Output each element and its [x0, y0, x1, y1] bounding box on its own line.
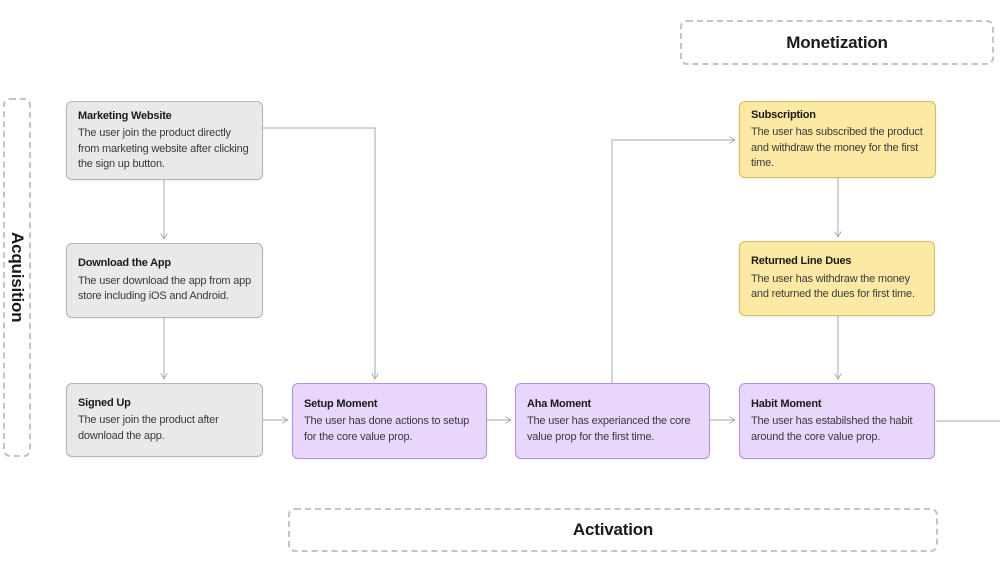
node-subscription[interactable]: Subscription The user has subscribed the…	[739, 101, 936, 178]
node-title: Returned Line Dues	[751, 255, 852, 268]
stage-frame-acquisition[interactable]: Acquisition	[3, 98, 31, 457]
node-download-the-app[interactable]: Download the App The user download the a…	[66, 243, 263, 318]
stage-label-acquisition: Acquisition	[8, 232, 27, 323]
node-setup-moment[interactable]: Setup Moment The user has done actions t…	[292, 383, 487, 459]
node-habit-moment[interactable]: Habit Moment The user has estabilshed th…	[739, 383, 935, 459]
edge-marketing-to-setup	[263, 127, 379, 380]
node-description: The user join the product after download…	[78, 414, 219, 442]
node-signed-up[interactable]: Signed Up The user join the product afte…	[66, 383, 263, 457]
node-description: The user has withdraw the money and retu…	[751, 272, 915, 301]
node-title: Setup Moment	[304, 397, 378, 410]
node-description: The user has experianced the core value …	[527, 415, 691, 443]
node-title: Subscription	[751, 108, 816, 121]
stage-frame-activation[interactable]: Activation	[288, 508, 938, 552]
node-description: The user has subscribed the product and …	[751, 126, 923, 169]
node-title: Habit Moment	[751, 397, 822, 410]
stage-label-monetization: Monetization	[786, 32, 888, 52]
node-description: The user join the product directly from …	[78, 127, 249, 170]
node-title: Marketing Website	[78, 109, 172, 122]
node-description: The user download the app from app store…	[78, 274, 251, 303]
stage-frame-monetization[interactable]: Monetization	[680, 20, 994, 65]
node-aha-moment[interactable]: Aha Moment The user has experianced the …	[515, 383, 710, 459]
node-title: Signed Up	[78, 396, 131, 409]
node-description: The user has done actions to setup for t…	[304, 415, 470, 443]
node-title: Aha Moment	[527, 397, 592, 410]
node-returned-line-dues[interactable]: Returned Line Dues The user has withdraw…	[739, 241, 935, 316]
node-title: Download the App	[78, 257, 171, 270]
node-marketing-website[interactable]: Marketing Website The user join the prod…	[66, 101, 263, 180]
stage-label-activation: Activation	[572, 520, 654, 539]
node-description: The user has estabilshed the habit aroun…	[751, 415, 913, 443]
edge-aha-to-subscription	[611, 136, 736, 383]
